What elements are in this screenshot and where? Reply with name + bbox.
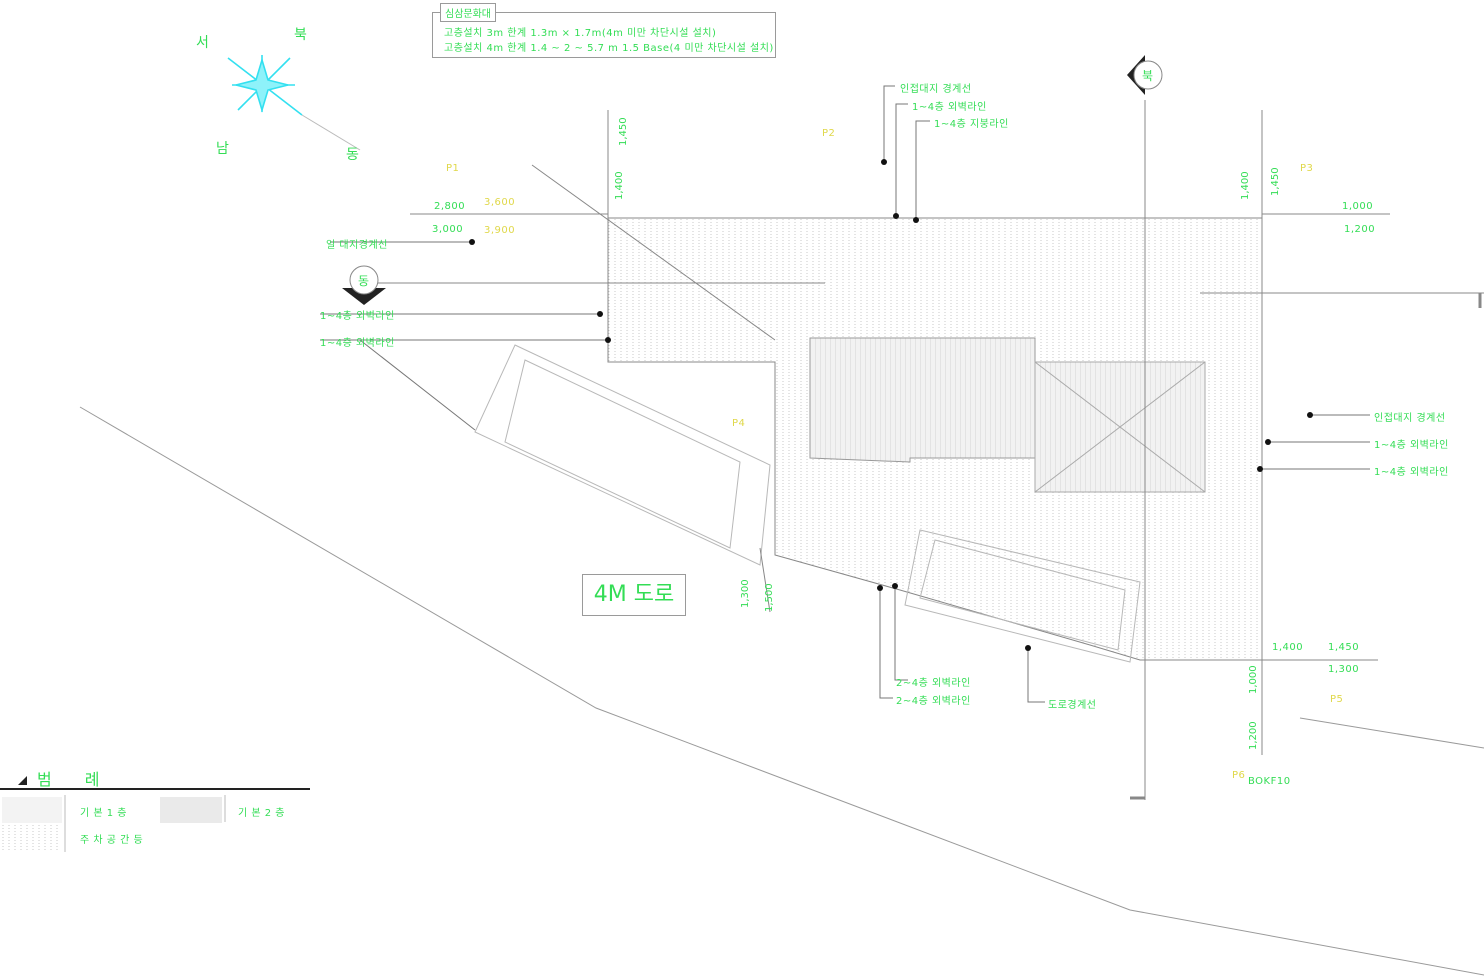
dim-top-left-v-1: 1,400: [614, 171, 625, 200]
parking-car-right: [904, 529, 1141, 663]
dim-top-left-1: 3,600: [484, 197, 516, 208]
dim-top-right-h-2: 1,200: [1344, 224, 1376, 235]
dim-top-left-side-1: 2,800: [434, 201, 466, 212]
compass-west-label: 서: [196, 35, 210, 51]
label-wall-line-left-2: 1~4층 외벽라인: [320, 338, 395, 349]
point-p6: P6: [1232, 770, 1246, 781]
dim-road-setback-2: 1,500: [764, 583, 775, 612]
label-wall-line-bottom-1: 2~4층 외벽라인: [896, 678, 971, 689]
dim-top-right-h-1: 1,000: [1342, 201, 1374, 212]
compass-star: [227, 55, 361, 151]
dim-top-left-side-2: 3,000: [432, 224, 464, 235]
legend-item-3: 주 차 공 간 등: [80, 835, 144, 846]
point-p5: P5: [1330, 694, 1344, 705]
dim-top-left-2: 3,900: [484, 225, 516, 236]
point-p2: P2: [822, 128, 836, 139]
dim-top-left-v-2: 1,450: [618, 117, 629, 146]
road-edge-line: [79, 406, 1484, 976]
dimension-lines: [360, 100, 1484, 800]
leader-lines: [320, 85, 1370, 703]
label-adjacent-boundary-top: 인접대지 경계선: [900, 84, 972, 95]
label-adjacent-boundary-right: 인접대지 경계선: [1374, 413, 1446, 424]
parking-car-left: [474, 344, 771, 566]
section-marker-north-label: 북: [1142, 69, 1154, 83]
section-marker-north: [1127, 55, 1163, 95]
legend-title: 범 례: [18, 766, 114, 790]
section-marker-east: [342, 265, 386, 305]
label-wall-line-left-1: 1~4층 외벽라인: [320, 311, 395, 322]
legend-corner-icon: [18, 776, 27, 785]
dim-top-right-v-2: 1,450: [1270, 167, 1281, 196]
dim-bottom-right-h-3: 1,300: [1328, 664, 1360, 675]
legend-item-1: 기 본 1 층: [80, 808, 127, 819]
label-wall-line-right-2: 1~4층 외벽라인: [1374, 467, 1449, 478]
label-site-boundary-left: 일 대지경계선: [326, 240, 388, 251]
label-wall-line-top: 1~4층 외벽라인: [912, 102, 987, 113]
label-road-boundary: 도로경계선: [1048, 700, 1097, 711]
dim-top-right-v-1: 1,400: [1240, 171, 1251, 200]
compass-north-label: 북: [294, 27, 308, 43]
leader-dots: [469, 159, 1313, 651]
legend-item-2: 기 본 2 층: [238, 808, 285, 819]
void-box: [1034, 361, 1206, 493]
compass-east-label: 동: [346, 147, 360, 163]
label-roof-line-top: 1~4층 지붕라인: [934, 119, 1009, 130]
point-p3: P3: [1300, 163, 1314, 174]
notes-line-2: 고층설치 4m 한계 1.4 ~ 2 ~ 5.7 m 1.5 Base(4 미만…: [444, 43, 774, 54]
dim-road-setback-1: 1,300: [740, 579, 751, 608]
label-wall-line-right-1: 1~4층 외벽라인: [1374, 440, 1449, 451]
road-edge-line-2: [1299, 717, 1484, 749]
legend-graphic: [0, 788, 310, 852]
compass-south-label: 남: [216, 141, 230, 157]
label-bottom-right-point: BOKF10: [1248, 776, 1291, 787]
dim-bottom-right-v-1: 1,000: [1248, 665, 1259, 694]
point-p1: P1: [446, 163, 460, 174]
section-marker-east-label: 동: [358, 274, 370, 288]
point-p4: P4: [732, 418, 746, 429]
notes-box: [432, 12, 776, 58]
road-label: 4M 도로: [582, 574, 686, 616]
notes-title: 심삼문화대: [440, 3, 496, 22]
dim-bottom-right-v-2: 1,200: [1248, 721, 1259, 750]
dim-bottom-right-h-1: 1,400: [1272, 642, 1304, 653]
label-wall-line-bottom-2: 2~4층 외벽라인: [896, 696, 971, 707]
dim-bottom-right-h-2: 1,450: [1328, 642, 1360, 653]
notes-line-1: 고층설치 3m 한계 1.3m × 1.7m(4m 미만 차단시설 설치): [444, 28, 717, 39]
